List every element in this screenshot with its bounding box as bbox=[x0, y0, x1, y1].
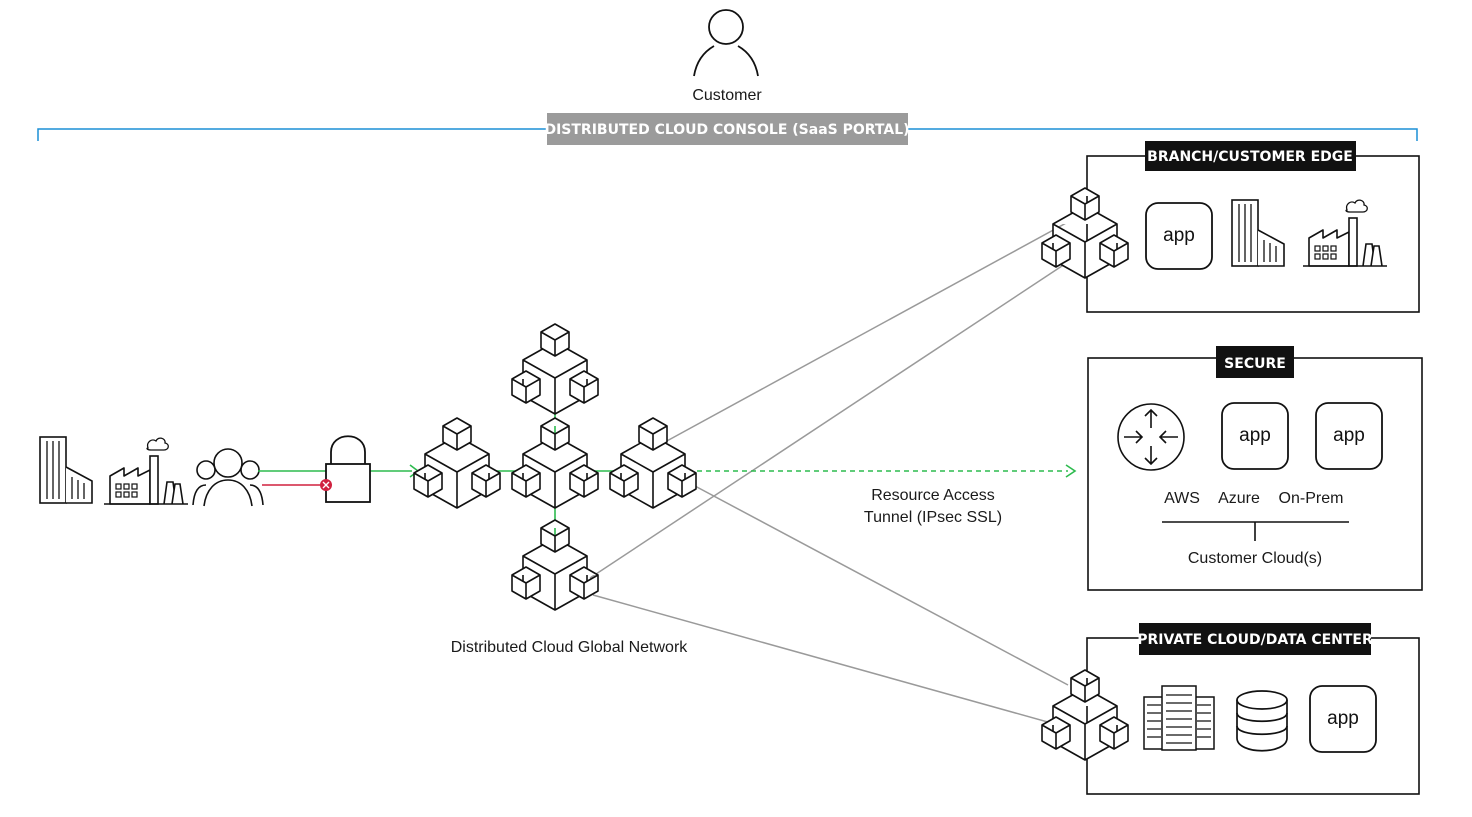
access-paths bbox=[258, 464, 420, 486]
branch-edge-title: BRANCH/CUSTOMER EDGE bbox=[1147, 149, 1353, 165]
secure-app-tile-2: app bbox=[1315, 402, 1383, 470]
resource-access-tunnel bbox=[688, 464, 1077, 478]
cloud-group-label: Customer Cloud(s) bbox=[1188, 550, 1322, 567]
private-app-tile: app bbox=[1309, 685, 1377, 753]
secure-app1-label: app bbox=[1239, 425, 1271, 446]
cloud-aws-label: AWS bbox=[1164, 490, 1200, 507]
secure-title: SECURE bbox=[1224, 356, 1286, 372]
tunnel-label-line2: Tunnel (IPsec SSL) bbox=[864, 509, 1002, 526]
network-node-left bbox=[414, 418, 500, 508]
console-title: DISTRIBUTED CLOUD CONSOLE (SaaS PORTAL) bbox=[544, 122, 909, 138]
console-badge: DISTRIBUTED CLOUD CONSOLE (SaaS PORTAL) bbox=[544, 113, 910, 145]
user-group-icon bbox=[192, 448, 264, 507]
branch-edge-panel: BRANCH/CUSTOMER EDGE app bbox=[1086, 141, 1420, 313]
secure-panel: SECURE app app AWS Azure On-Prem Custome… bbox=[1087, 346, 1423, 591]
cloud-onprem-label: On-Prem bbox=[1279, 490, 1344, 507]
database-icon bbox=[1236, 690, 1288, 752]
lock-icon bbox=[325, 435, 371, 503]
blocked-x-icon bbox=[320, 479, 332, 491]
connector-lines bbox=[589, 221, 1069, 727]
office-building-icon bbox=[39, 436, 93, 504]
customer-label: Customer bbox=[692, 87, 762, 104]
private-cloud-panel: PRIVATE CLOUD/DATA CENTER app bbox=[1086, 623, 1420, 795]
cloud-azure-label: Azure bbox=[1218, 490, 1260, 507]
private-app-label: app bbox=[1327, 708, 1359, 729]
tunnel-label-line1: Resource Access bbox=[871, 487, 995, 504]
cloud-group-bracket bbox=[1162, 521, 1349, 541]
server-rack-icon bbox=[1143, 685, 1215, 751]
secure-app2-label: app bbox=[1333, 425, 1365, 446]
customer-person-icon bbox=[693, 9, 759, 77]
secure-badge bbox=[1216, 346, 1294, 378]
branch-edge-badge bbox=[1145, 141, 1356, 171]
private-cloud-badge bbox=[1139, 623, 1371, 655]
branch-app-label: app bbox=[1163, 225, 1195, 246]
secure-app-tile-1: app bbox=[1221, 402, 1289, 470]
network-node-top bbox=[512, 324, 598, 414]
factory-icon bbox=[103, 437, 189, 505]
global-network-label: Distributed Cloud Global Network bbox=[451, 639, 689, 656]
branch-app-tile: app bbox=[1145, 202, 1213, 270]
private-cloud-title: PRIVATE CLOUD/DATA CENTER bbox=[1137, 632, 1373, 648]
router-icon bbox=[1117, 403, 1185, 471]
console-bracket bbox=[37, 128, 1418, 141]
